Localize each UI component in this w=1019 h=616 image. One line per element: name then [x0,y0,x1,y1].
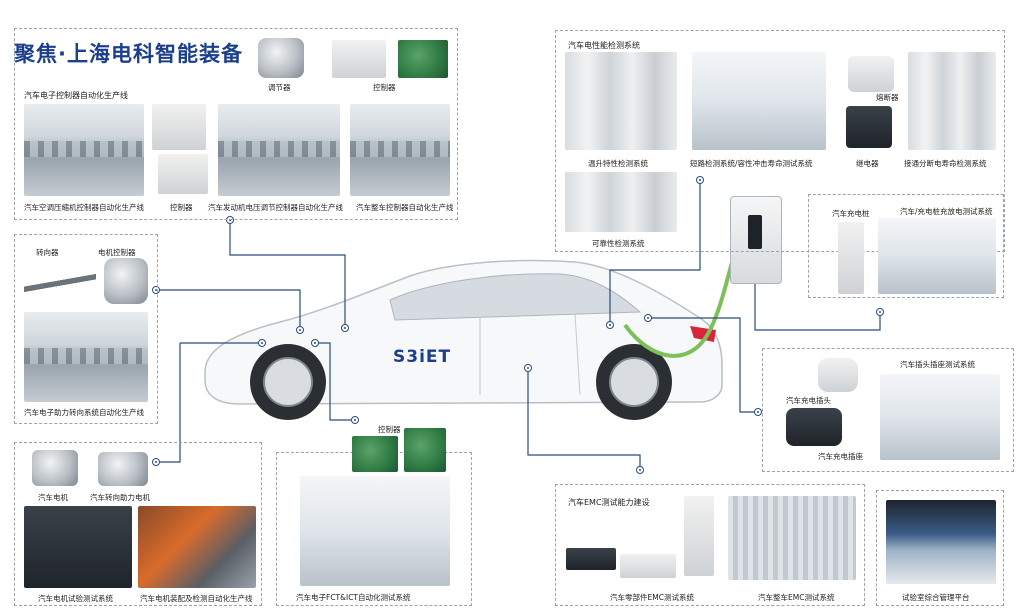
charge-discharge-test-photo [878,218,996,294]
caption: 继电器 [856,159,879,168]
connector-dot [311,339,319,347]
controller-board-photo [404,428,446,472]
caption: 汽车插头插座测试系统 [900,360,975,369]
connector-dot [296,326,304,334]
caption: 汽车整车控制器自动化生产线 [356,203,454,212]
panel-lab [876,490,1004,606]
production-line-photo [24,312,148,402]
emc-chamber-photo [728,496,856,580]
production-line-photo [350,104,450,196]
caption: 短路检测系统/容性冲击寿命测试系统 [690,159,813,168]
panel-controller-line [14,28,458,220]
connector-dot [152,286,160,294]
caption: 汽车充电桩 [832,209,870,218]
caption: 汽车充电插头 [786,396,831,405]
caption: 电机控制器 [98,248,136,257]
panel-electrical-test [555,30,1005,252]
caption: 接通分断电寿命检测系统 [904,159,987,168]
caption: 汽车空调压缩机控制器自动化生产线 [24,203,144,212]
relay-photo [846,106,892,148]
production-line-photo [218,104,340,196]
production-line-photo [24,104,144,196]
connector-dot [152,458,160,466]
caption: 调节器 [268,83,291,92]
connector-dot [754,408,762,416]
caption: 汽车充电插座 [818,452,863,461]
connector-dot [351,416,359,424]
connector-dot [524,364,532,372]
car-logo: S3iET [393,347,452,367]
emc-equipment-photo [566,548,616,570]
connector-lines [158,180,881,470]
steering-motor-photo [98,452,148,486]
controller-board-photo [398,40,448,78]
plug-socket-test-photo [880,374,1000,460]
regulator-photo [258,38,304,78]
panel-charging [808,194,1004,298]
caption: 汽车转向助力电机 [90,493,150,502]
charging-socket-photo [786,408,842,446]
motor-test-photo [24,506,132,588]
motor-assembly-photo [138,506,256,588]
charging-station [730,196,782,284]
caption: 汽车电机 [38,493,68,502]
steering-gear-photo [24,262,96,304]
connector-dot [876,308,884,316]
connector-dot [696,176,704,184]
caption: 控制器 [378,425,401,434]
connector-dot [636,466,644,474]
door-line [574,313,581,396]
car-window [389,273,642,321]
controller-photo [152,104,206,150]
connector-dot [644,314,652,322]
breaking-life-test-photo [908,52,996,150]
charging-station-screen [748,215,762,249]
caption: 试验室综合管理平台 [902,593,970,602]
caption: 汽车电机试验测试系统 [38,594,113,603]
temperature-test-photo [565,52,677,150]
motor-photo [32,450,78,486]
short-circuit-test-photo [692,52,826,150]
charging-pile-photo [838,222,864,294]
panel-motor [14,442,262,606]
lab-control-room-photo [886,500,996,584]
page-title: 聚焦·上海电科智能装备 [14,42,243,66]
caption: 温升特性检测系统 [588,159,648,168]
connector-dot [258,339,266,347]
caption: 可靠性检测系统 [592,239,645,248]
caption: 汽车/充电桩充放电测试系统 [900,207,993,216]
controller-board-photo [352,436,398,472]
front-rim [263,357,313,407]
caption: 汽车整车EMC测试系统 [758,593,835,602]
panel-title: 汽车电子控制器自动化生产线 [24,91,128,100]
panel-plug [762,348,1014,472]
fct-test-photo [300,476,450,586]
emc-rack-photo [684,496,714,576]
panel-emc [555,484,865,606]
controller-photo [158,154,208,194]
panel-title: 汽车EMC测试能力建设 [568,498,650,507]
panel-title: 汽车电性能检测系统 [568,41,640,50]
panel-steering [14,234,158,424]
caption: 汽车电子FCT&ICT自动化测试系统 [296,593,411,602]
caption: 汽车发动机电压调节控制器自动化生产线 [208,203,343,212]
connector-dot [606,321,614,329]
caption: 控制器 [170,203,193,212]
charging-plug-photo [818,358,858,392]
emc-equipment-photo [620,554,676,578]
rear-rim [609,357,659,407]
fuse-photo [848,56,894,92]
motor-controller-photo [104,258,148,304]
caption: 控制器 [373,83,396,92]
caption: 汽车电机装配及检测自动化生产线 [140,594,253,603]
caption: 汽车电子助力转向系统自动化生产线 [24,408,144,417]
reliability-test-photo [565,172,677,232]
caption: 熔断器 [876,93,899,102]
controller-photo [332,40,386,78]
caption: 转向器 [36,248,59,257]
caption: 汽车零部件EMC测试系统 [610,593,694,602]
connector-dot [341,324,349,332]
